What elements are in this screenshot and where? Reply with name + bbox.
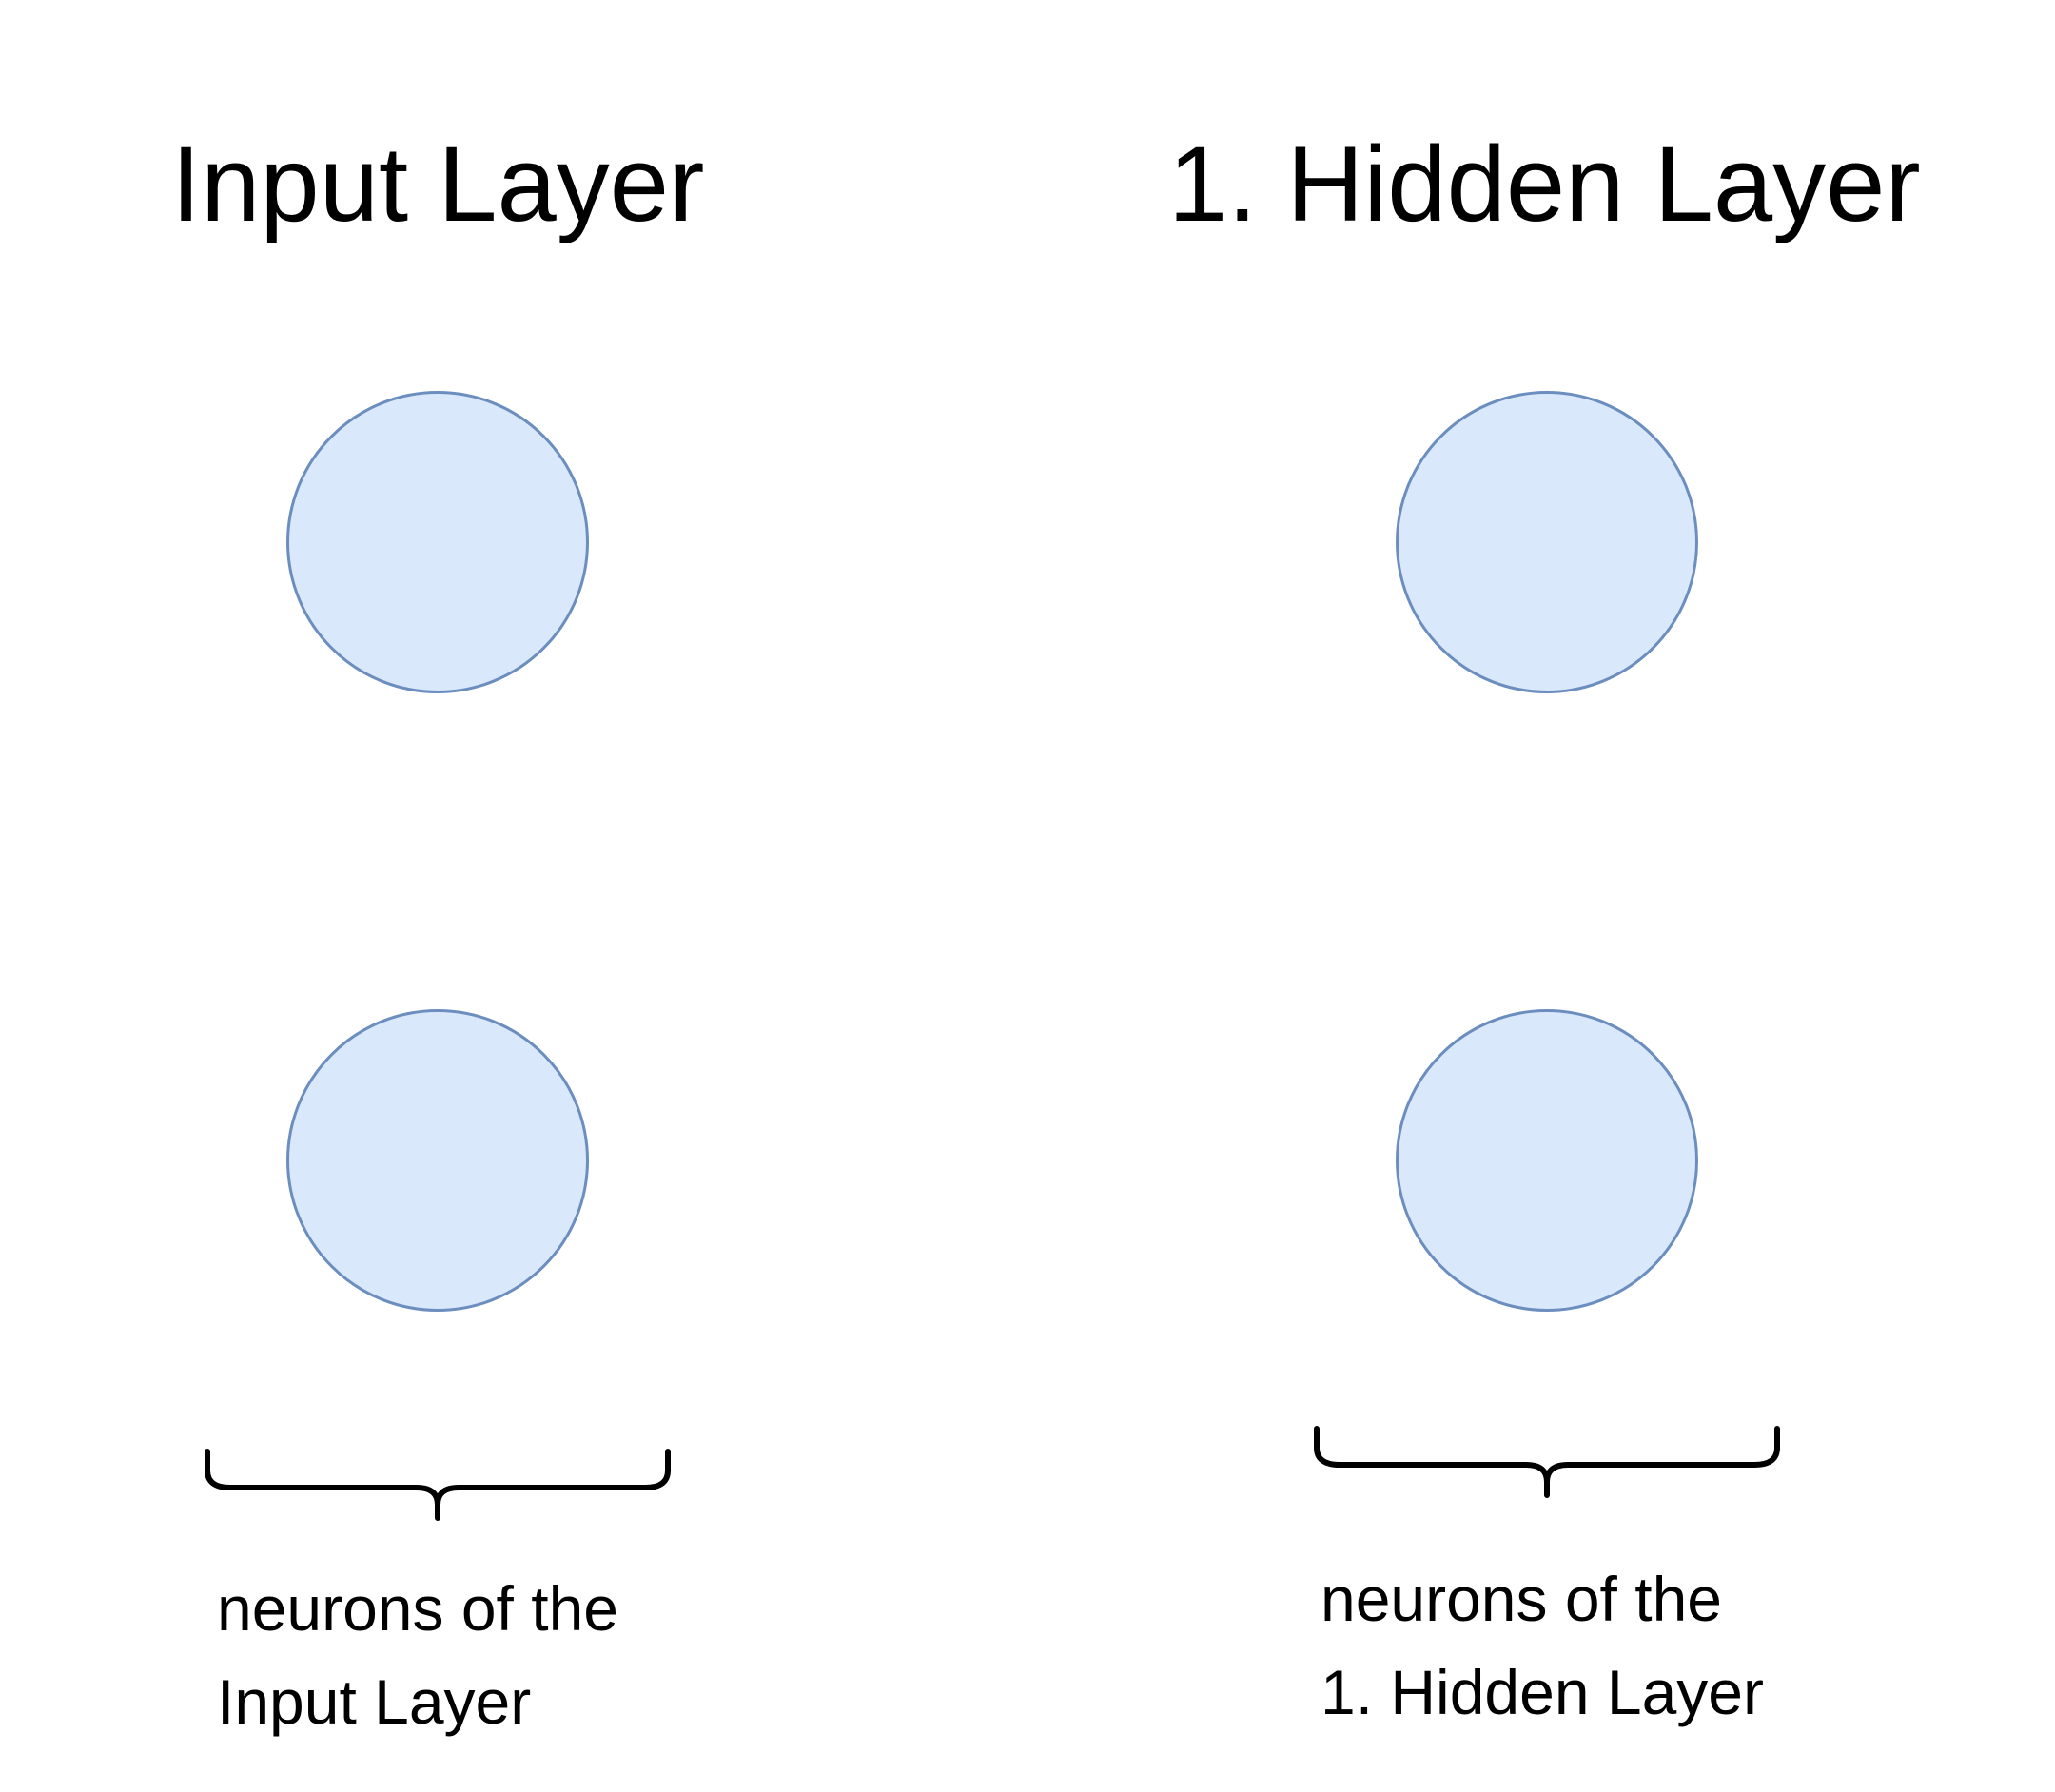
hidden-caption-line-1: neurons of the [1321, 1564, 1722, 1634]
hidden-layer-caption: neurons of the 1. Hidden Layer [1321, 1552, 1764, 1739]
hidden-layer-brace [1314, 1426, 1780, 1498]
input-neuron-2 [286, 1009, 589, 1312]
hidden-layer-title: 1. Hidden Layer [1168, 125, 1921, 243]
input-caption-line-1: neurons of the [217, 1573, 618, 1644]
input-layer-title: Input Layer [171, 125, 705, 243]
input-caption-line-2: Input Layer [217, 1666, 532, 1737]
input-layer-caption: neurons of the Input Layer [217, 1562, 618, 1748]
input-layer-brace [205, 1449, 671, 1521]
hidden-neuron-2 [1396, 1009, 1698, 1312]
hidden-caption-line-2: 1. Hidden Layer [1321, 1657, 1764, 1727]
hidden-neuron-1 [1396, 391, 1698, 693]
input-neuron-1 [286, 391, 589, 693]
